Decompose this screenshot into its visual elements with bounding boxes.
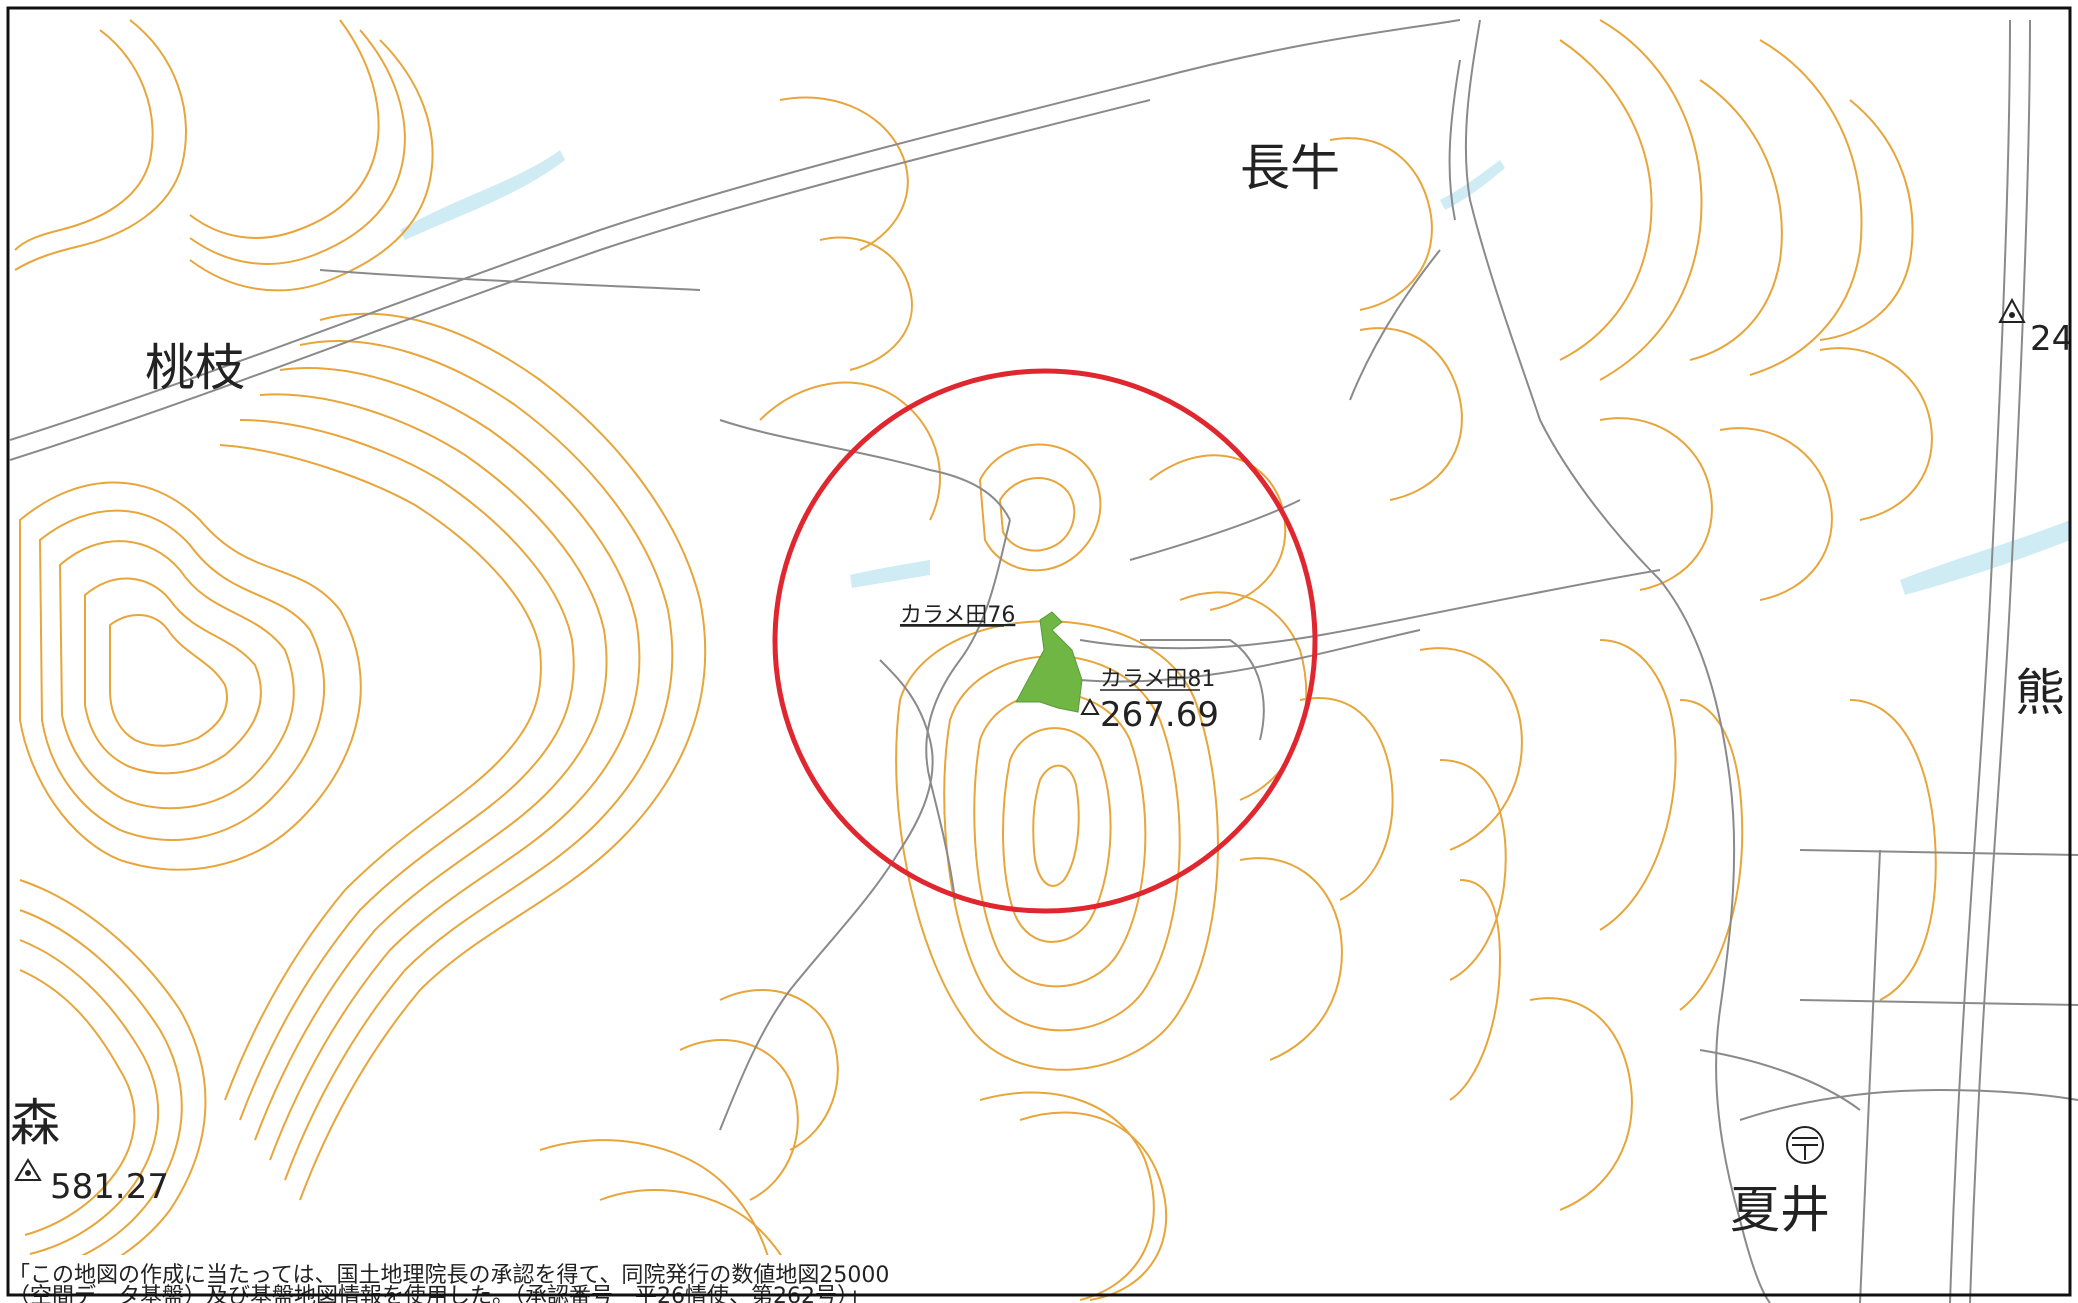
place-label-chougyu: 長牛 bbox=[1240, 139, 1340, 197]
place-label-mori: 森 bbox=[10, 1094, 60, 1152]
target-radius-circle bbox=[772, 368, 1318, 914]
place-label-natsui: 夏井 bbox=[1730, 1181, 1830, 1239]
post-office-icon bbox=[1786, 1126, 1824, 1164]
target-site-area bbox=[1015, 611, 1083, 713]
place-label-kuma: 熊 bbox=[2015, 664, 2065, 722]
contour-lines bbox=[14, 19, 1937, 1303]
elevation-east-partial: 24 bbox=[2030, 319, 2073, 359]
credit-line-1: 「この地図の作成に当たっては、国土地理院長の承認を得て、同院発行の数値地図250… bbox=[8, 1263, 889, 1288]
map-frame bbox=[6, 6, 2072, 1297]
spot-label-karameda81: カラメ田81 bbox=[1100, 667, 1215, 692]
roads bbox=[9, 19, 2078, 1303]
elevation-center: 267.69 bbox=[1100, 695, 1219, 735]
place-label-momoeda: 桃枝 bbox=[145, 339, 245, 397]
spot-label-karameda76: カラメ田76 bbox=[900, 603, 1015, 628]
elevation-west: 581.27 bbox=[50, 1167, 169, 1207]
triangle-benchmark-icon bbox=[14, 297, 2026, 1181]
water-features bbox=[400, 150, 2070, 595]
